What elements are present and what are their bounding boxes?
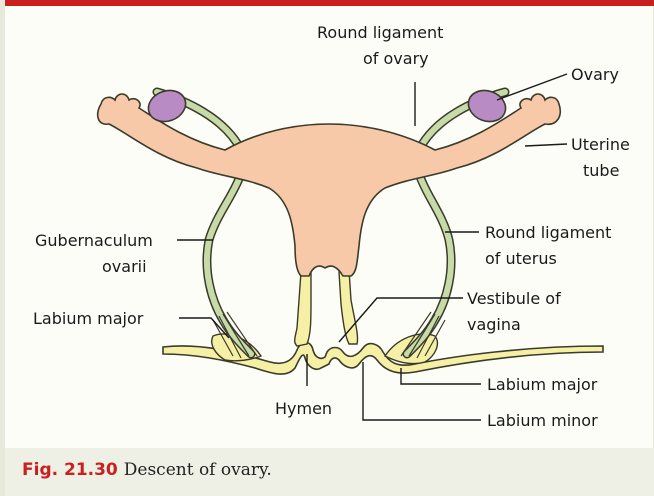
caption-number: Fig. 21.30 xyxy=(22,460,118,480)
label-round-ligament-uterus-2: of uterus xyxy=(485,249,557,268)
label-ovary: Ovary xyxy=(571,65,619,84)
label-labium-major-right: Labium major xyxy=(487,375,598,394)
vagina-left-wall xyxy=(295,270,311,346)
label-gubernaculum-2: ovarii xyxy=(102,257,147,276)
caption-text: Descent of ovary. xyxy=(124,460,272,480)
leader-uterine-tube xyxy=(525,144,567,146)
label-gubernaculum-1: Gubernaculum xyxy=(35,231,153,250)
label-uterine-tube-2: tube xyxy=(583,161,619,180)
label-hymen: Hymen xyxy=(275,399,332,418)
label-round-ligament-uterus-1: Round ligament xyxy=(485,223,611,242)
label-uterine-tube-1: Uterine xyxy=(571,135,630,154)
label-round-ligament-ovary-2: of ovary xyxy=(363,49,429,68)
caption-bar: Fig. 21.30 Descent of ovary. xyxy=(5,448,654,496)
label-vestibule-2: vagina xyxy=(467,315,521,334)
label-round-ligament-ovary-1: Round ligament xyxy=(317,23,443,42)
label-labium-major-left: Labium major xyxy=(33,309,144,328)
label-labium-minor: Labium minor xyxy=(487,411,598,430)
label-vestibule-1: Vestibule of xyxy=(467,289,561,308)
vagina-right-wall xyxy=(339,270,358,344)
descent-of-ovary-diagram: Round ligament of ovary Ovary Uterine tu… xyxy=(5,0,654,448)
